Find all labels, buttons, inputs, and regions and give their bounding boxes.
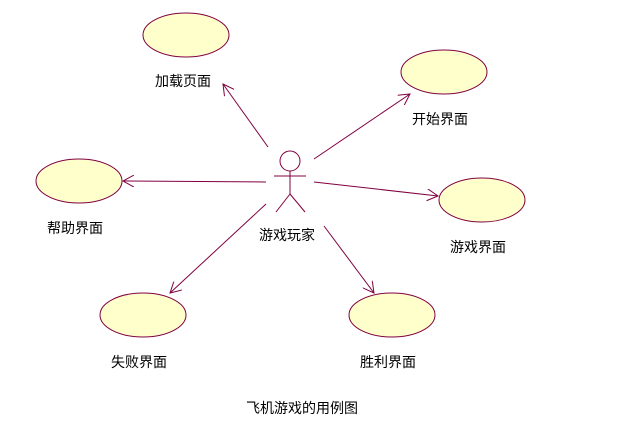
use-case-help-ellipse — [35, 158, 123, 204]
actor-label: 游戏玩家 — [259, 227, 315, 244]
association-game — [313, 181, 438, 196]
actor-head — [279, 150, 301, 172]
use-case-fail-label: 失败界面 — [111, 355, 167, 371]
association-fail — [170, 203, 267, 293]
association-win — [323, 225, 374, 293]
use-case-win: 胜利界面 — [348, 292, 436, 371]
use-case-help: 帮助界面 — [35, 158, 123, 237]
use-case-loading-label: 加载页面 — [155, 74, 211, 90]
actor-right-leg — [289, 193, 306, 213]
use-case-game: 游戏界面 — [438, 177, 526, 256]
association-help — [123, 181, 267, 182]
use-case-help-label: 帮助界面 — [47, 221, 103, 237]
use-case-start-label: 开始界面 — [412, 112, 468, 128]
actor-left-leg — [275, 193, 291, 213]
use-case-win-label: 胜利界面 — [360, 355, 416, 371]
association-start — [313, 94, 410, 160]
diagram-caption: 飞机游戏的用例图 — [246, 401, 358, 417]
use-case-start: 开始界面 — [400, 49, 488, 128]
use-case-fail-ellipse — [99, 292, 187, 338]
actor-game-player: 游戏玩家 — [259, 150, 315, 244]
use-case-win-ellipse — [348, 292, 436, 338]
use-case-game-label: 游戏界面 — [450, 240, 506, 256]
association-loading — [223, 84, 269, 148]
use-case-loading: 加载页面 — [142, 12, 230, 90]
use-case-game-ellipse — [438, 177, 526, 223]
use-case-start-ellipse — [400, 49, 488, 95]
use-case-fail: 失败界面 — [99, 292, 187, 371]
use-case-loading-ellipse — [142, 12, 230, 58]
